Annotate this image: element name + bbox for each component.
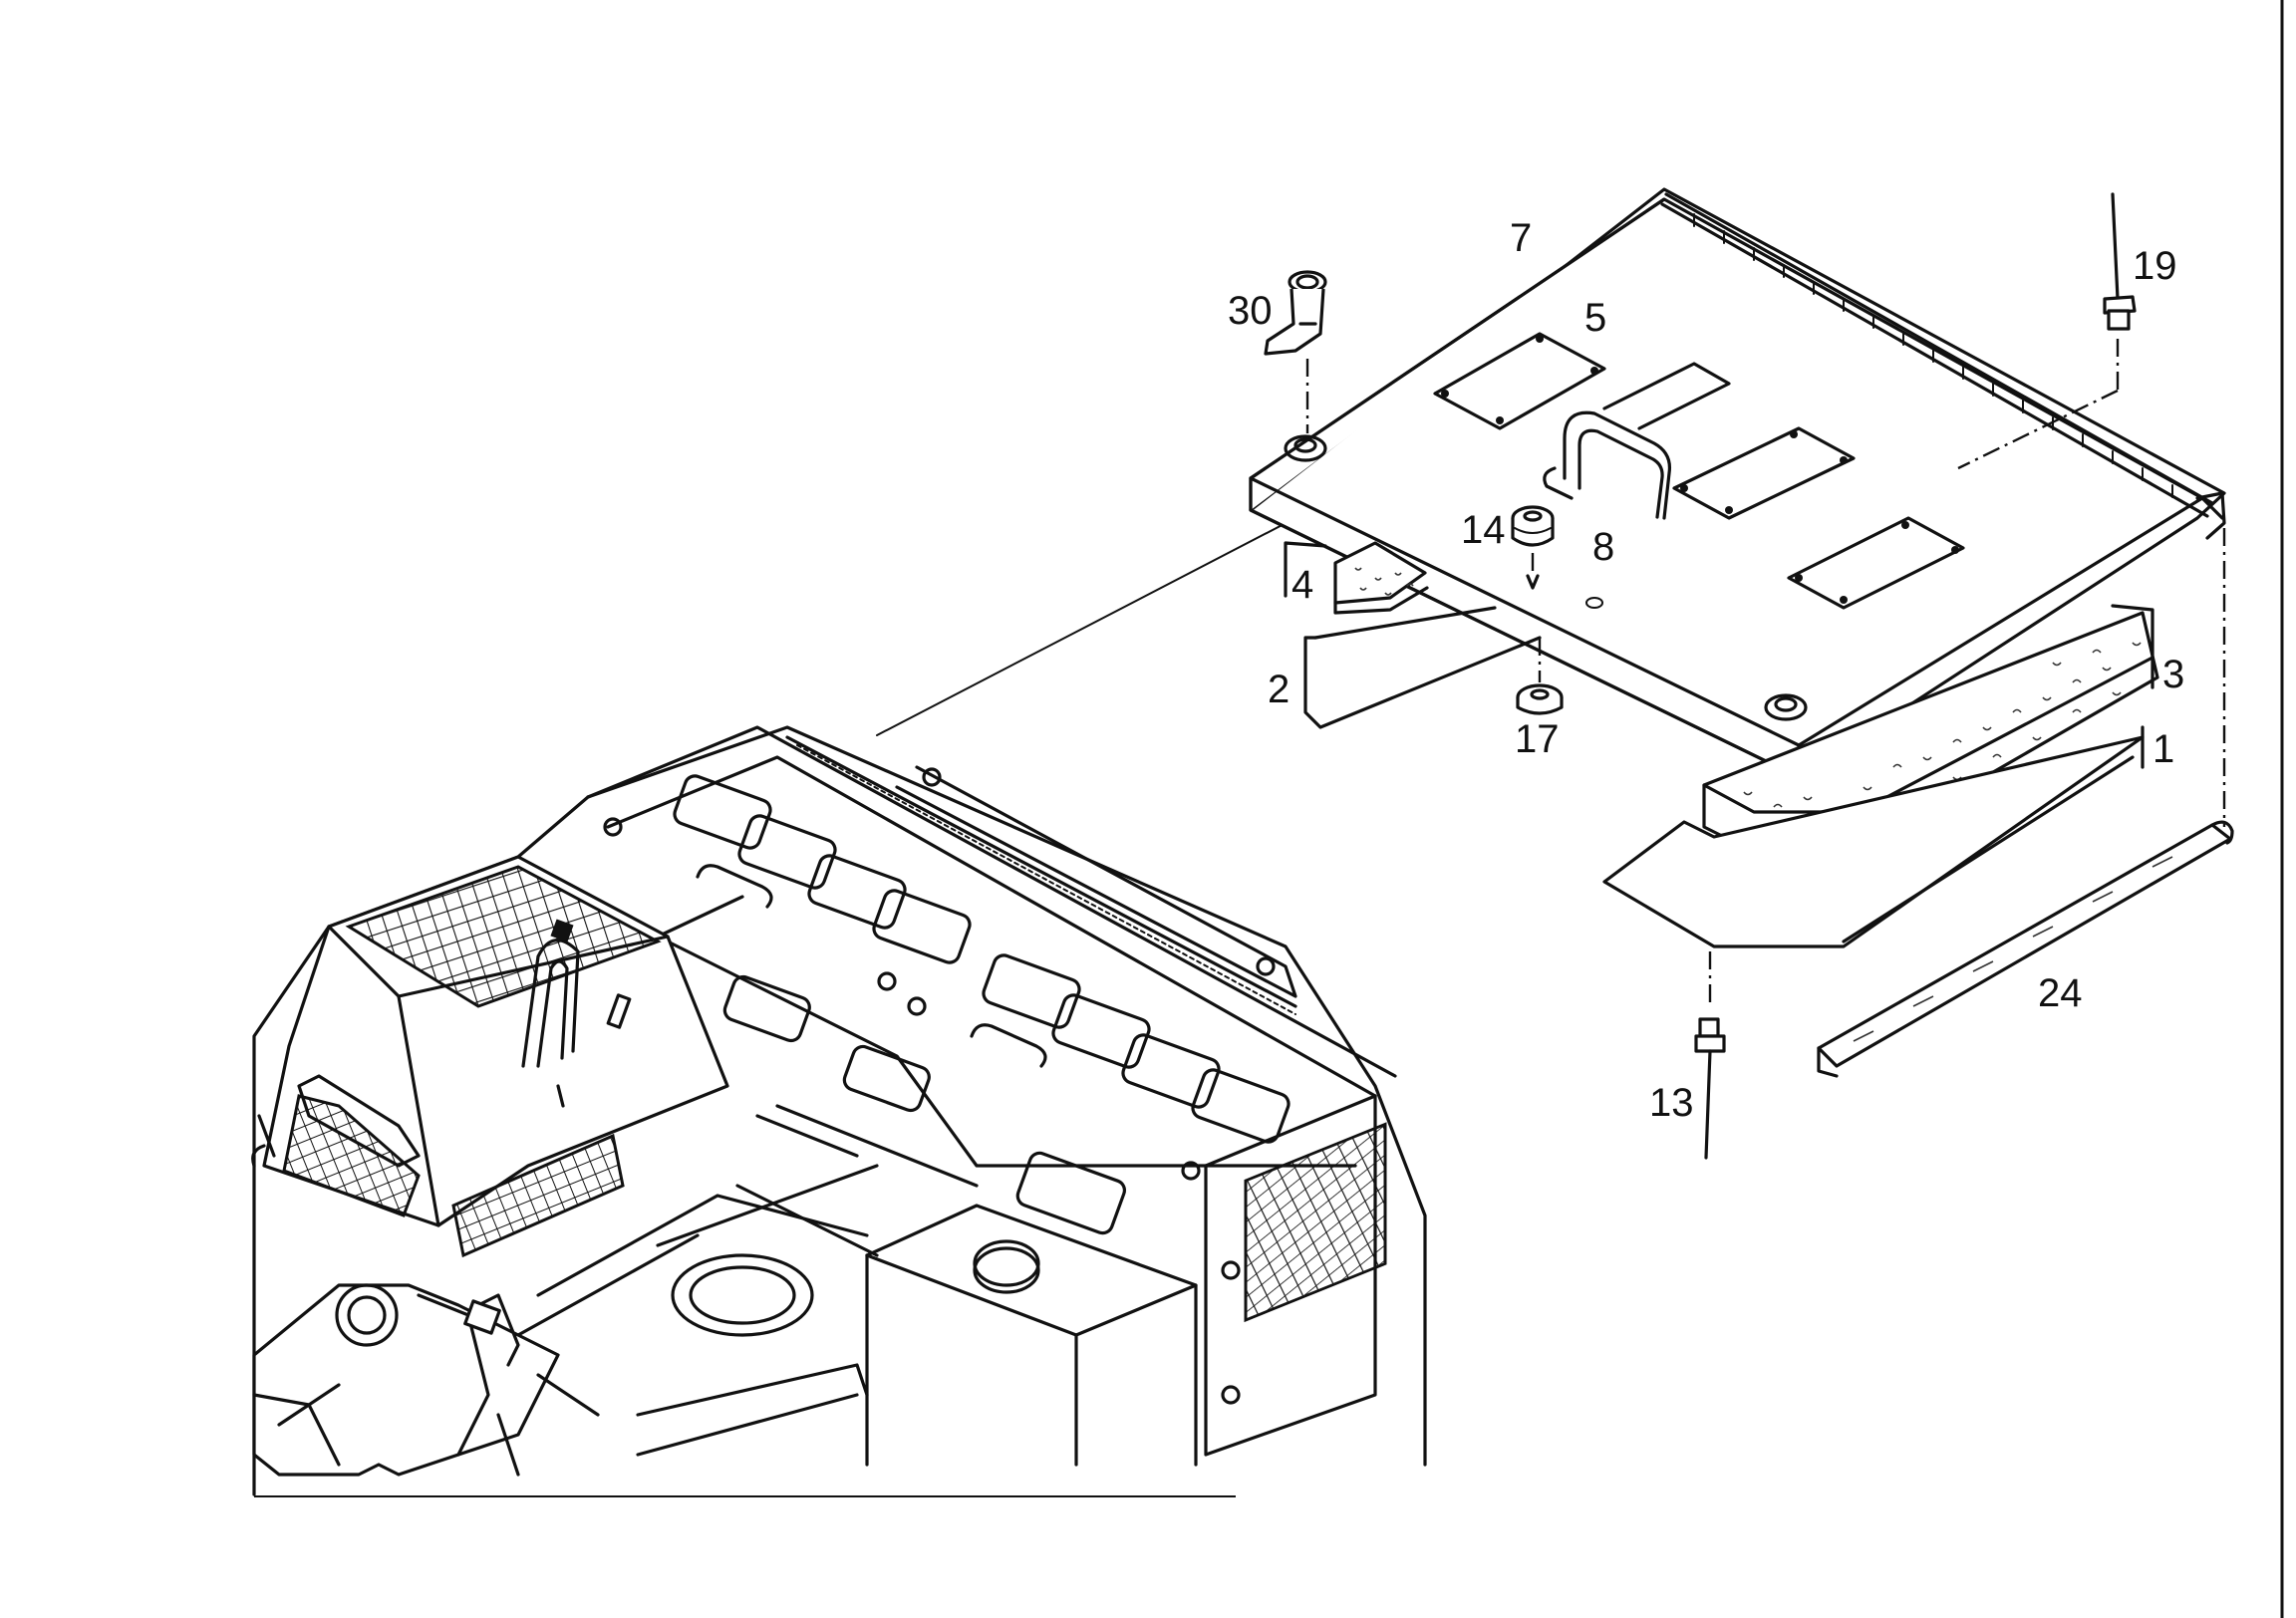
engine-hood bbox=[251, 855, 729, 1258]
part-plate-small bbox=[1303, 606, 1542, 729]
boom-bracket bbox=[252, 1283, 600, 1477]
bracket-3 bbox=[2111, 604, 2154, 689]
part-handle bbox=[1543, 410, 1672, 520]
assembly-leader bbox=[876, 517, 1296, 736]
cover-openings bbox=[1433, 332, 1965, 610]
callout-17: 17 bbox=[1515, 717, 1560, 761]
part-seal-strip bbox=[1817, 820, 2234, 1078]
callout-8: 8 bbox=[1592, 525, 1614, 569]
axis-rivet-diag bbox=[1957, 389, 2119, 470]
bracket-4 bbox=[1284, 541, 1327, 598]
part-rivet-bottom bbox=[1694, 1017, 1726, 1160]
part-latch bbox=[1264, 270, 1327, 356]
callout-3: 3 bbox=[2162, 653, 2184, 696]
part-pad-small bbox=[1333, 541, 1429, 615]
callout-19: 19 bbox=[2133, 244, 2177, 288]
callout-30: 30 bbox=[1228, 289, 1273, 333]
callout-4: 4 bbox=[1292, 563, 1313, 607]
callout-13: 13 bbox=[1649, 1081, 1694, 1125]
part-plate-large bbox=[1602, 725, 2145, 948]
callout-24: 24 bbox=[2038, 971, 2083, 1015]
deck-slots-front bbox=[673, 774, 1291, 1144]
callout-5: 5 bbox=[1584, 296, 1606, 340]
callout-1: 1 bbox=[2152, 727, 2174, 771]
part-rivet-top bbox=[2103, 192, 2137, 331]
part-washer bbox=[1516, 683, 1564, 715]
machine-body bbox=[239, 725, 1455, 1618]
callout-2: 2 bbox=[1268, 668, 1290, 711]
callout-14: 14 bbox=[1461, 508, 1506, 552]
callout-labels: 7 30 5 19 14 8 4 2 17 3 1 24 13 bbox=[1228, 216, 2184, 1125]
callout-7: 7 bbox=[1510, 216, 1532, 260]
part-buffer bbox=[1511, 505, 1555, 547]
cover-plate bbox=[1249, 187, 2226, 779]
